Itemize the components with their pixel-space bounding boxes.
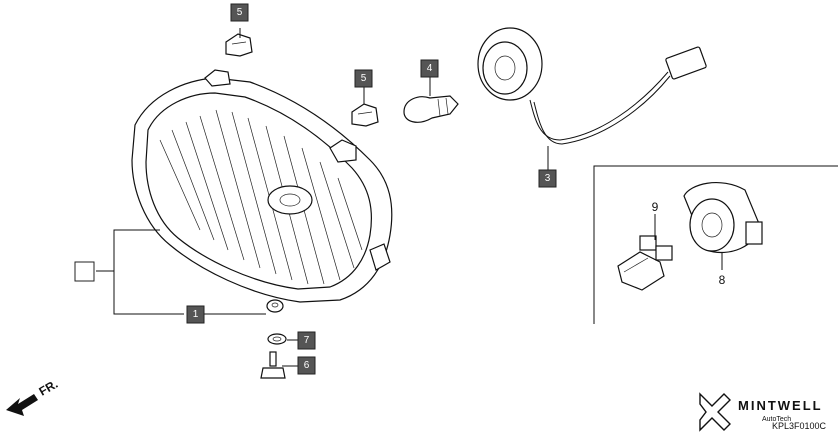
brand-logo: MINTWELL AutoTech — [699, 392, 823, 432]
bolt-6 — [260, 351, 286, 379]
svg-text:5: 5 — [237, 7, 243, 18]
svg-text:1: 1 — [193, 309, 199, 320]
callout-assembly-empty — [74, 261, 95, 282]
dust-cover-8 — [683, 182, 763, 254]
svg-text:4: 4 — [427, 63, 433, 74]
svg-text:7: 7 — [304, 335, 310, 346]
bulb-4 — [403, 95, 459, 123]
washer-7 — [267, 333, 287, 345]
inset-frame — [593, 165, 838, 324]
svg-text:3: 3 — [545, 173, 551, 184]
callout-5-top: 5 — [230, 3, 249, 22]
leader-lines — [96, 28, 723, 367]
brand-sub: AutoTech — [762, 416, 791, 423]
callout-6: 6 — [297, 356, 316, 375]
brand-name: MINTWELL — [738, 398, 823, 413]
svg-text:6: 6 — [304, 360, 310, 371]
clip-5-middle — [351, 103, 379, 127]
bulb-h4-9 — [617, 235, 673, 291]
front-direction-arrow: FR. — [6, 377, 60, 416]
direction-label: FR. — [37, 377, 61, 399]
clip-5-top — [225, 33, 253, 57]
svg-text:5: 5 — [361, 73, 367, 84]
headlight-assembly — [131, 69, 393, 303]
label-8: 8 — [719, 273, 726, 287]
callout-5-middle: 5 — [354, 69, 373, 88]
label-9: 9 — [652, 200, 659, 214]
callout-3: 3 — [538, 169, 557, 188]
callout-1: 1 — [186, 305, 205, 324]
nut-1 — [266, 299, 284, 313]
callout-7: 7 — [297, 331, 316, 350]
diagram-code: KPL3F0100C — [772, 421, 827, 431]
socket-cable-3 — [477, 27, 707, 145]
callout-4: 4 — [420, 59, 439, 78]
